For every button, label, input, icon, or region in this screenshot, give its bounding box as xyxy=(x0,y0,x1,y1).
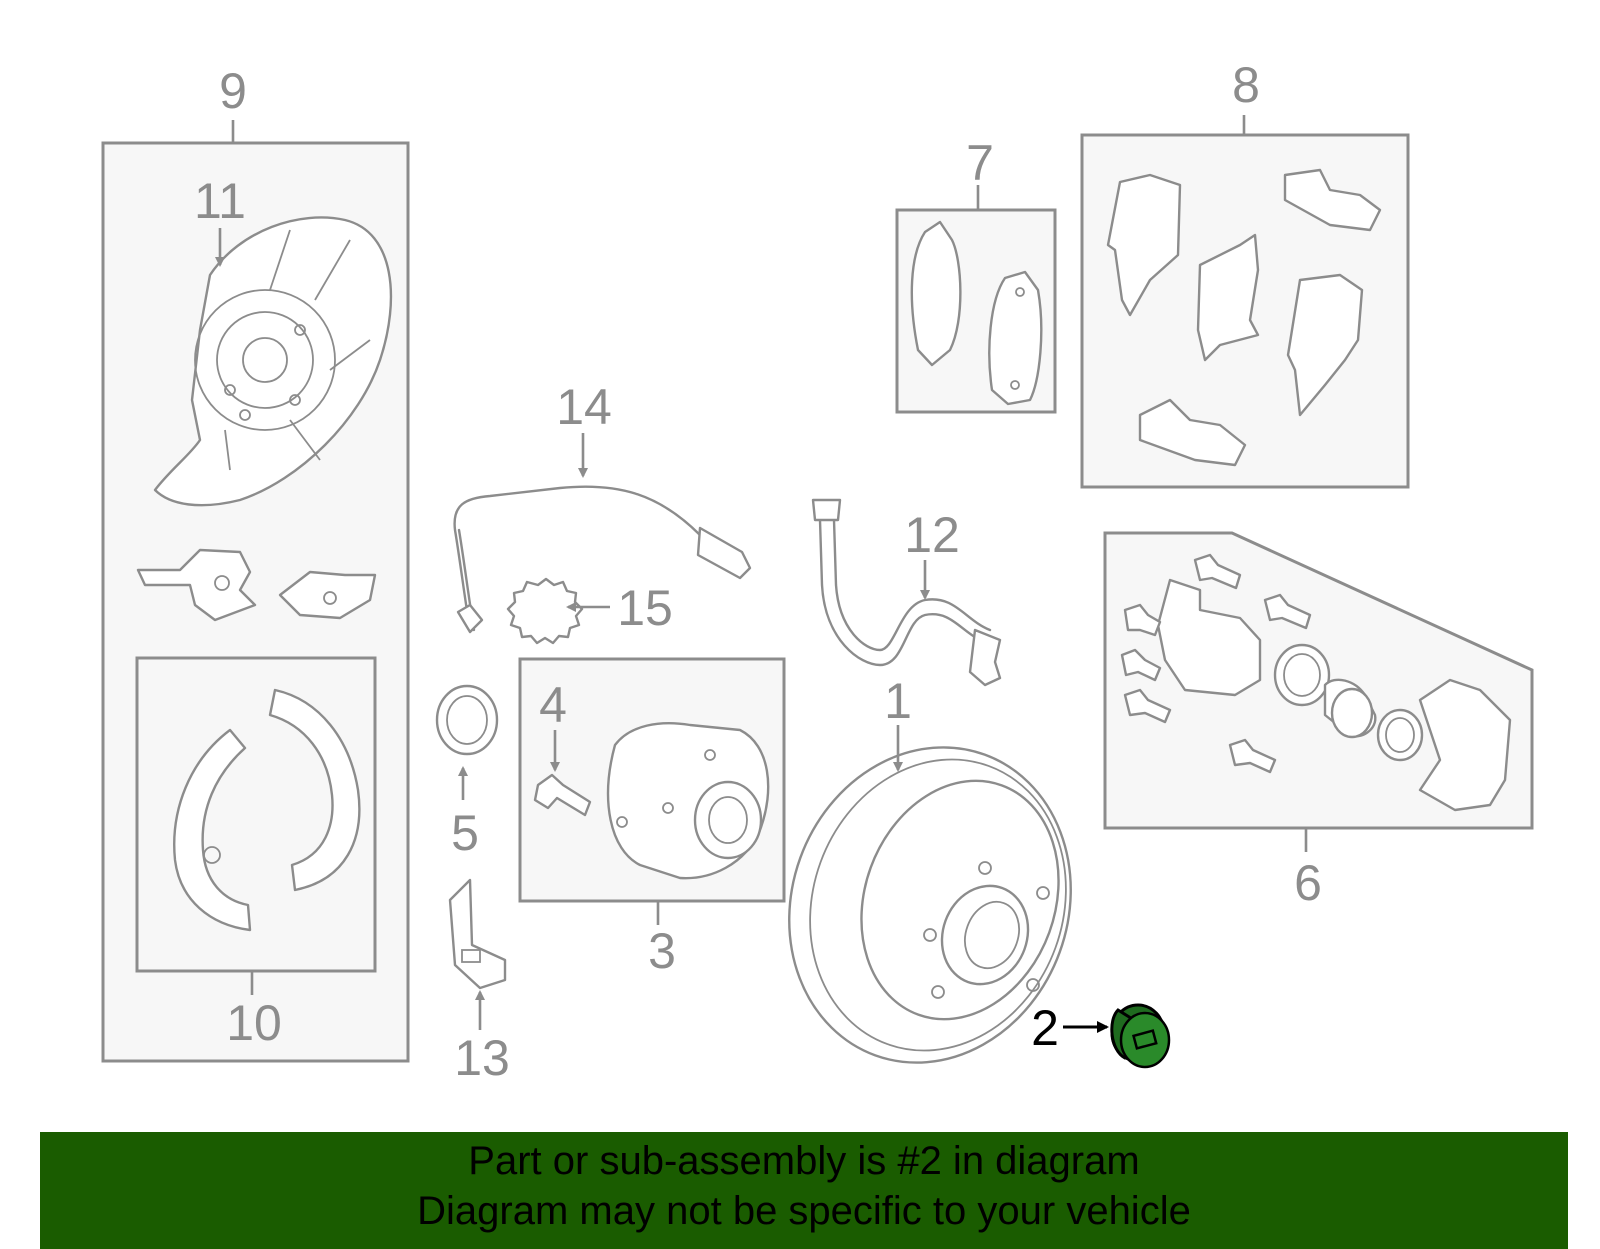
callout-13: 13 xyxy=(454,1030,510,1086)
banner-line-2: Diagram may not be specific to your vehi… xyxy=(417,1189,1191,1233)
callout-8: 8 xyxy=(1232,57,1260,113)
callout-1: 1 xyxy=(884,673,912,729)
callout-4: 4 xyxy=(539,677,567,733)
callout-2: 2 xyxy=(1031,1000,1059,1056)
brake-hose-12: 12 xyxy=(811,498,1002,687)
dust-shield-11 xyxy=(153,216,393,507)
info-banner: Part or sub-assembly is #2 in diagram Di… xyxy=(40,1132,1568,1249)
parking-brake-lever-parts xyxy=(136,548,377,622)
brake-shoes-10 xyxy=(173,688,361,932)
seal-5: 5 xyxy=(435,684,499,861)
callout-14: 14 xyxy=(556,379,612,435)
group-6-caliper-assembly: 6 xyxy=(1103,531,1534,911)
tone-ring-15: 15 xyxy=(506,577,673,645)
group-7-brake-pads: 7 xyxy=(895,135,1057,414)
banner-line-1: Part or sub-assembly is #2 in diagram xyxy=(468,1139,1140,1183)
group-9-parking-brake-assembly: 9 11 10 xyxy=(101,63,410,1063)
callout-5: 5 xyxy=(451,805,479,861)
highlighted-part-2: 2 xyxy=(1031,1000,1171,1069)
callout-6: 6 xyxy=(1294,855,1322,911)
group-8-hardware-kit: 8 xyxy=(1080,57,1410,489)
callout-7: 7 xyxy=(966,135,994,191)
brake-rotor-1: 1 xyxy=(788,673,1072,1064)
callout-10: 10 xyxy=(226,995,282,1051)
group-3-hub-assembly: 4 3 xyxy=(518,657,786,979)
bracket-13: 13 xyxy=(448,878,510,1086)
abs-sensor-14: 14 xyxy=(453,379,752,634)
callout-11: 11 xyxy=(194,173,246,229)
callout-9: 9 xyxy=(219,63,247,119)
callout-3: 3 xyxy=(648,923,676,979)
callout-12: 12 xyxy=(904,507,960,563)
callout-15: 15 xyxy=(617,580,673,636)
